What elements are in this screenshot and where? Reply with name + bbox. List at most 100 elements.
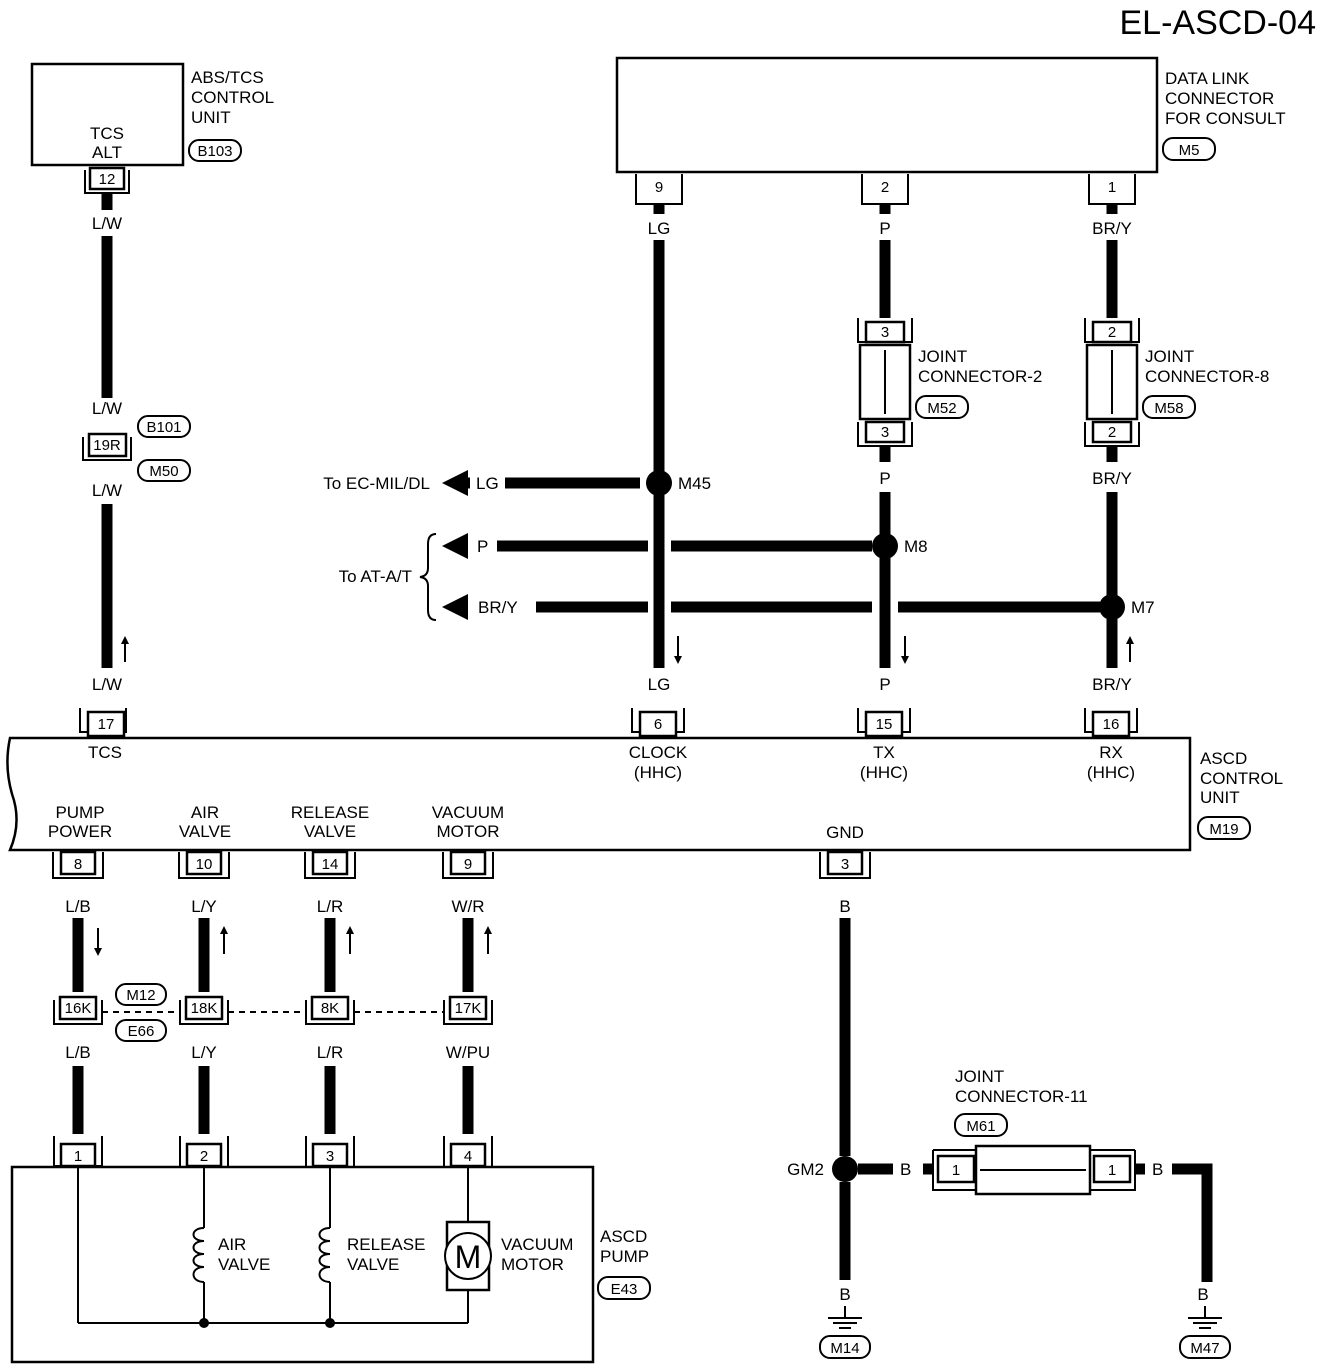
wire-color-p: P bbox=[879, 469, 890, 488]
wire-color-lr: L/R bbox=[317, 1043, 343, 1062]
splice-m8 bbox=[872, 533, 898, 559]
wire-color-lg: LG bbox=[648, 675, 671, 694]
wire-color-b: B bbox=[1197, 1285, 1208, 1304]
pin-9: 9 bbox=[464, 856, 472, 873]
joint-connector-2: 3 3 JOINT CONNECTOR-2 M52 bbox=[857, 318, 1042, 447]
page-id: EL-ASCD-04 bbox=[1119, 4, 1316, 42]
wire-color-b: B bbox=[1152, 1160, 1163, 1179]
pin-2: 2 bbox=[1108, 424, 1116, 441]
pin-8: 8 bbox=[74, 856, 82, 873]
wire-color-bry: BR/Y bbox=[1092, 469, 1132, 488]
splice-gm2-label: GM2 bbox=[787, 1160, 824, 1179]
connector-m12: M12 bbox=[126, 987, 155, 1004]
joint-connector-11: 1 1 JOINT CONNECTOR-11 M61 bbox=[932, 1067, 1136, 1196]
cu-name: CONTROL bbox=[1200, 769, 1283, 788]
vacuum-motor-label: VACUUM bbox=[501, 1235, 573, 1254]
splice-m7 bbox=[1099, 594, 1125, 620]
cu-tx: TX bbox=[873, 743, 895, 762]
wire-color-b: B bbox=[839, 897, 850, 916]
wire-color-bry: BR/Y bbox=[478, 598, 518, 617]
wire-color-b: B bbox=[839, 1285, 850, 1304]
pin-9: 9 bbox=[655, 179, 663, 196]
pin-19r: 19R bbox=[93, 437, 121, 454]
ascd-control-unit: TCS CLOCK (HHC) TX (HHC) RX (HHC) PUMP P… bbox=[6, 736, 1283, 852]
pin-12: 12 bbox=[99, 171, 116, 188]
pin-14: 14 bbox=[322, 856, 339, 873]
splice-m8-label: M8 bbox=[904, 537, 928, 556]
cu-vacuum-motor: VACUUM bbox=[432, 803, 504, 822]
wire-color-lw: L/W bbox=[92, 675, 122, 694]
pin-17: 17 bbox=[98, 716, 115, 733]
to-at-a-t: To AT-A/T bbox=[339, 567, 412, 586]
connector-b101: B101 bbox=[146, 419, 181, 436]
jc2-name: CONNECTOR-2 bbox=[918, 367, 1042, 386]
jc11-code: M61 bbox=[966, 1118, 995, 1135]
air-valve-label: AIR bbox=[218, 1235, 246, 1254]
pump-name: ASCD bbox=[600, 1227, 647, 1246]
alt-terminal-label: ALT bbox=[92, 143, 122, 162]
inline-connectors: 16K 18K 8K 17K M12 E66 bbox=[53, 983, 493, 1042]
wire-color-p: P bbox=[879, 219, 890, 238]
wire-color-bry: BR/Y bbox=[1092, 675, 1132, 694]
pin-8k: 8K bbox=[321, 1000, 339, 1017]
wire-color-p: P bbox=[477, 537, 488, 556]
cu-release-valve: RELEASE bbox=[291, 803, 369, 822]
cu-air-valve: VALVE bbox=[179, 822, 231, 841]
wire-color-lg: LG bbox=[648, 219, 671, 238]
wire-color-lg: LG bbox=[476, 474, 499, 493]
ground-m14: M14 bbox=[830, 1340, 859, 1357]
ground-m47-icon: M47 bbox=[1179, 1306, 1231, 1359]
cu-pump-power: POWER bbox=[48, 822, 112, 841]
pin-3: 3 bbox=[881, 324, 889, 341]
release-valve-label: VALVE bbox=[347, 1255, 399, 1274]
vacuum-motor-label: MOTOR bbox=[501, 1255, 564, 1274]
cu-name: ASCD bbox=[1200, 749, 1247, 768]
jc2-name: JOINT bbox=[918, 347, 967, 366]
motor-symbol: M bbox=[455, 1239, 482, 1275]
wire-color-ly: L/Y bbox=[191, 897, 217, 916]
to-ec-mil-dl: To EC-MIL/DL bbox=[323, 474, 430, 493]
pump-name: PUMP bbox=[600, 1247, 649, 1266]
dlc-name: CONNECTOR bbox=[1165, 89, 1274, 108]
air-valve-coil-icon bbox=[192, 1227, 205, 1283]
jc11-name: JOINT bbox=[955, 1067, 1004, 1086]
abs-tcs-name: ABS/TCS bbox=[191, 68, 264, 87]
wire-color-lb: L/B bbox=[65, 897, 91, 916]
cu-code: M19 bbox=[1209, 821, 1238, 838]
splice-gm2 bbox=[832, 1156, 858, 1182]
splice-m45 bbox=[646, 470, 672, 496]
pin-3: 3 bbox=[326, 1148, 334, 1165]
wire-color-b: B bbox=[900, 1160, 911, 1179]
pin-2: 2 bbox=[881, 179, 889, 196]
pin-16k: 16K bbox=[65, 1000, 92, 1017]
pin-18k: 18K bbox=[191, 1000, 218, 1017]
wire-color-bry: BR/Y bbox=[1092, 219, 1132, 238]
cu-gnd: GND bbox=[826, 823, 864, 842]
pin-6: 6 bbox=[654, 716, 662, 733]
jc11-name: CONNECTOR-11 bbox=[955, 1087, 1088, 1106]
release-valve-coil-icon bbox=[318, 1227, 331, 1283]
pin-15: 15 bbox=[876, 716, 893, 733]
cu-air-valve: AIR bbox=[191, 803, 219, 822]
air-valve-label: VALVE bbox=[218, 1255, 270, 1274]
wire-color-lw: L/W bbox=[92, 481, 122, 500]
cu-clock: CLOCK bbox=[629, 743, 688, 762]
wire-color-wpu: W/PU bbox=[446, 1043, 490, 1062]
splice-m7-label: M7 bbox=[1131, 598, 1155, 617]
joint-connector-8: 2 2 JOINT CONNECTOR-8 M58 bbox=[1084, 318, 1269, 447]
pin-1: 1 bbox=[74, 1148, 82, 1165]
pin-4: 4 bbox=[464, 1148, 472, 1165]
ground-m14-icon: M14 bbox=[819, 1306, 871, 1359]
cu-hhc: (HHC) bbox=[634, 763, 682, 782]
ground-m47: M47 bbox=[1190, 1340, 1219, 1357]
cu-rx: RX bbox=[1099, 743, 1123, 762]
jc2-code: M52 bbox=[927, 400, 956, 417]
pin-1: 1 bbox=[1108, 179, 1116, 196]
jc8-code: M58 bbox=[1154, 400, 1183, 417]
abs-tcs-code: B103 bbox=[197, 143, 232, 160]
cu-bottom-pins: 8 10 14 9 3 bbox=[52, 850, 871, 879]
jc8-name: CONNECTOR-8 bbox=[1145, 367, 1269, 386]
wire-color-ly: L/Y bbox=[191, 1043, 217, 1062]
ascd-pump: AIR VALVE RELEASE VALVE M VACUUM MOTOR A… bbox=[10, 1165, 651, 1364]
